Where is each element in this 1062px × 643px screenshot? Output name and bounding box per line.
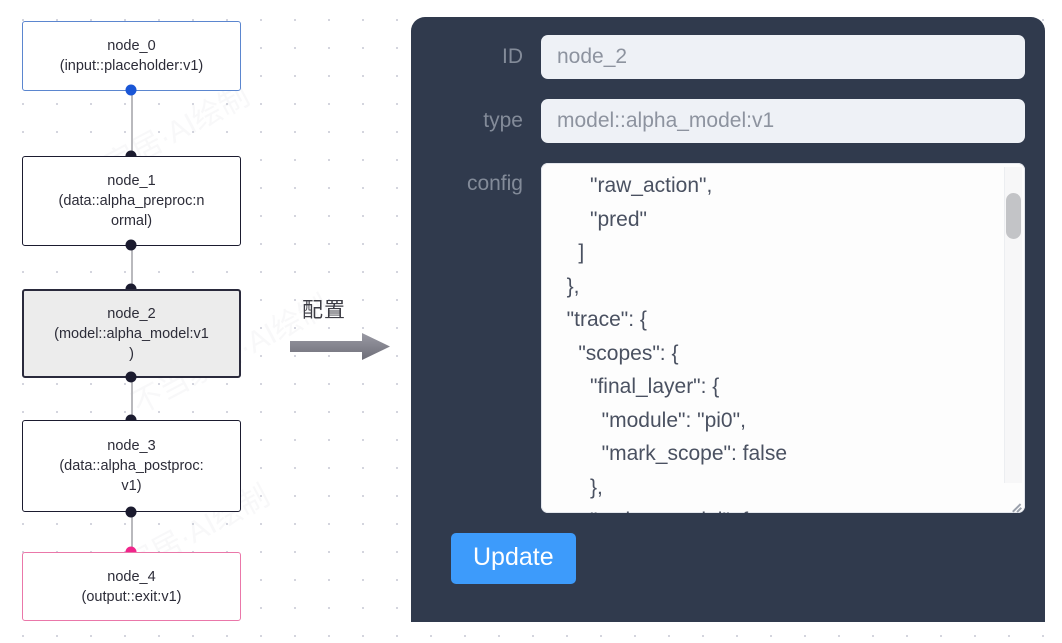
config-label: config	[466, 172, 523, 195]
graph-node-label: node_0 (input::placeholder:v1)	[59, 38, 204, 74]
id-label: ID	[502, 45, 523, 68]
node-graph: node_0 (input::placeholder:v1) node_1 (d…	[0, 0, 400, 643]
edge-node1-node2	[131, 245, 133, 302]
graph-node-node_0[interactable]: node_0 (input::placeholder:v1)	[22, 21, 241, 91]
port-node_0-out[interactable]	[125, 84, 137, 96]
type-input[interactable]	[541, 99, 1025, 143]
resize-handle-icon[interactable]	[1007, 495, 1023, 512]
graph-node-node_4[interactable]: node_4 (output::exit:v1)	[22, 552, 241, 621]
field-row-id: ID	[431, 35, 1025, 79]
transition-arrow-group: 配置	[290, 296, 400, 362]
graph-node-label: node_2 (model::alpha_model:v1 )	[54, 305, 209, 362]
arrow-right-icon	[290, 333, 390, 360]
graph-node-label: node_4 (output::exit:v1)	[81, 568, 182, 605]
port-node_1-out[interactable]	[125, 239, 137, 251]
graph-node-label: node_1 (data::alpha_preproc:n ormal)	[58, 173, 205, 229]
arrow-label: 配置	[302, 298, 346, 322]
update-button[interactable]: Update	[451, 533, 576, 584]
type-label: type	[483, 109, 523, 132]
graph-node-node_1[interactable]: node_1 (data::alpha_preproc:n ormal)	[22, 156, 241, 246]
graph-node-node_2[interactable]: node_2 (model::alpha_model:v1 )	[22, 289, 241, 378]
graph-node-node_3[interactable]: node_3 (data::alpha_postproc: v1)	[22, 420, 241, 512]
id-input[interactable]	[541, 35, 1025, 79]
config-scrollbar-thumb[interactable]	[1006, 193, 1021, 239]
field-row-config: config "raw_action", "pred" ] }, "trace"…	[431, 163, 1025, 513]
node-config-panel: ID type config "raw_action", "pred" ] },…	[411, 17, 1045, 622]
port-node_3-out[interactable]	[125, 506, 137, 518]
graph-node-label: node_3 (data::alpha_postproc: v1)	[59, 438, 204, 494]
config-scrollbar-track[interactable]	[1004, 167, 1022, 483]
edge-node2-node3	[131, 377, 133, 419]
edge-node0-node1	[131, 90, 133, 156]
config-textarea-wrapper[interactable]: "raw_action", "pred" ] }, "trace": { "sc…	[541, 163, 1025, 513]
edge-node3-node4	[131, 512, 133, 552]
config-textarea[interactable]: "raw_action", "pred" ] }, "trace": { "sc…	[566, 174, 787, 513]
port-node_2-out[interactable]	[125, 371, 137, 383]
field-row-type: type	[431, 99, 1025, 143]
